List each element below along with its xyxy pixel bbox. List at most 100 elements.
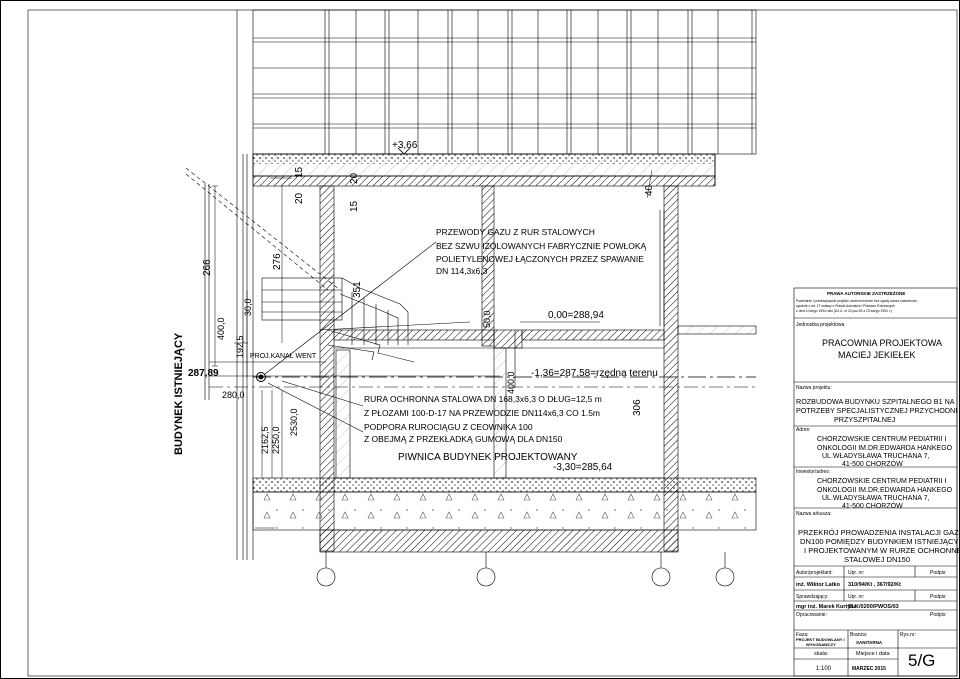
svg-text:UL.WŁADYSŁAWA TRUCHANA 7,: UL.WŁADYSŁAWA TRUCHANA 7, xyxy=(822,495,930,502)
svg-text:MACIEJ JEKIEŁEK: MACIEJ JEKIEŁEK xyxy=(838,350,916,360)
dim-266: 266 xyxy=(202,259,213,276)
svg-text:POLIETYLENOWEJ ŁĄCZONYCH PRZEZ: POLIETYLENOWEJ ŁĄCZONYCH PRZEZ SPAWANIE xyxy=(436,254,644,264)
svg-text:RURA OCHRONNA STALOWA DN 168,3: RURA OCHRONNA STALOWA DN 168,3x6,3 O DŁU… xyxy=(364,394,602,404)
svg-text:CHORZOWSKIE CENTRUM PEDIATRII: CHORZOWSKIE CENTRUM PEDIATRII I xyxy=(817,478,946,485)
svg-text:Podpis:: Podpis: xyxy=(930,594,947,600)
svg-text:5/G: 5/G xyxy=(908,651,935,670)
basement-floor xyxy=(252,477,757,553)
title-block-text: PRAWA AUTORSKIE ZASTRZEŻONE Powielanie i… xyxy=(796,290,960,672)
ground-lines xyxy=(209,330,756,388)
dim-2162: 2162,5 xyxy=(260,426,270,454)
dim-300: 30,0 xyxy=(243,298,253,316)
svg-text:Faza:: Faza: xyxy=(796,632,809,638)
svg-text:Z OBEJMĄ Z PRZEKŁADKĄ GUMOWĄ D: Z OBEJMĄ Z PRZEKŁADKĄ GUMOWĄ DLA DN150 xyxy=(364,434,563,444)
pipe-note: PRZEWODY GAZU Z RUR STALOWYCH BEZ SZWU I… xyxy=(436,227,646,276)
dim-1925: 192,5 xyxy=(235,335,245,358)
dim-306: 306 xyxy=(632,399,643,416)
svg-text:SLK/0200/PWOS/03: SLK/0200/PWOS/03 xyxy=(848,604,899,610)
vent-channel-label: PROJ.KANAŁ WENT xyxy=(250,353,317,360)
svg-text:PODPORA RUROCIĄGU Z CEOWNIKA 1: PODPORA RUROCIĄGU Z CEOWNIKA 100 xyxy=(364,422,533,432)
svg-text:ROZBUDOWA BUDYNKU SZPITALNEGO: ROZBUDOWA BUDYNKU SZPITALNEGO B1 NA xyxy=(796,397,955,406)
ground-slab xyxy=(333,325,757,341)
dim-15a: 15 xyxy=(294,166,305,178)
svg-text:Adres:: Adres: xyxy=(796,427,810,433)
svg-text:Podpis:: Podpis: xyxy=(930,570,947,576)
dim-20b: 20 xyxy=(349,172,360,184)
svg-text:PRAWA AUTORSKIE ZASTRZEŻONE: PRAWA AUTORSKIE ZASTRZEŻONE xyxy=(827,290,905,296)
svg-text:SANITARNA: SANITARNA xyxy=(856,640,883,645)
svg-text:WYKONAWCZY: WYKONAWCZY xyxy=(806,642,836,647)
stairs xyxy=(261,277,415,363)
dim-40: 40 xyxy=(644,184,655,196)
svg-text:1:100: 1:100 xyxy=(816,666,832,672)
svg-text:PRZEWODY GAZU Z RUR STALOWYCH: PRZEWODY GAZU Z RUR STALOWYCH xyxy=(436,227,595,237)
leaders xyxy=(264,241,600,433)
svg-text:Podpis:: Podpis: xyxy=(930,612,947,618)
svg-text:Nazwa arkusza:: Nazwa arkusza: xyxy=(796,511,832,517)
svg-text:STALOWEJ DN150: STALOWEJ DN150 xyxy=(844,555,910,564)
right-window xyxy=(659,210,665,326)
svg-text:DN 114,3x6,3: DN 114,3x6,3 xyxy=(436,266,488,276)
svg-text:ONKOLOGII IM.DR.EDWARDA HANKEG: ONKOLOGII IM.DR.EDWARDA HANKEGO xyxy=(817,487,953,494)
svg-text:zgodnie z art. 17 ustawy o Pra: zgodnie z art. 17 ustawy o Prawie Autors… xyxy=(796,304,895,308)
dim-15b: 15 xyxy=(349,200,360,212)
svg-text:Powielanie i przekazywanie pro: Powielanie i przekazywanie projektu osob… xyxy=(796,299,918,303)
elevation-left: 287,89 xyxy=(188,368,219,379)
svg-text:inż. Wiktor Latko: inż. Wiktor Latko xyxy=(796,582,841,588)
svg-text:Upr. nr:: Upr. nr: xyxy=(848,570,864,576)
dim-2800: 280,0 xyxy=(222,390,245,400)
dim-2250: 2250,0 xyxy=(271,426,281,454)
svg-text:BEZ SZWU IZOLOWANYCH FABRYCZNI: BEZ SZWU IZOLOWANYCH FABRYCZNIE POWŁOKĄ xyxy=(436,241,646,251)
dim-351: 351 xyxy=(352,281,363,298)
svg-text:PRZEKRÓJ PROWADZENIA INSTALACJ: PRZEKRÓJ PROWADZENIA INSTALACJI GAZU xyxy=(798,528,960,537)
svg-text:PRACOWNIA PROJEKTOWA: PRACOWNIA PROJEKTOWA xyxy=(822,338,942,348)
elevation-basement: -3,30=285,64 xyxy=(553,462,613,473)
dim-2530: 2530,0 xyxy=(289,408,299,436)
svg-text:PRZYSZPITALNEJ: PRZYSZPITALNEJ xyxy=(834,415,896,424)
basement-walls xyxy=(334,347,664,479)
svg-text:41-500 CHORZÓW: 41-500 CHORZÓW xyxy=(842,501,903,510)
facade-grid xyxy=(252,9,757,155)
elevation-terrain: -1,36=287,58=rzędna terenu xyxy=(531,368,658,379)
svg-text:mgr inż. Marek Kurtyka: mgr inż. Marek Kurtyka xyxy=(796,604,857,610)
svg-text:Miejsce i data: Miejsce i data xyxy=(856,651,891,657)
svg-text:POTRZEBY SPECJALISTYCZNEJ PRZY: POTRZEBY SPECJALISTYCZNEJ PRZYCHODNI xyxy=(796,406,957,415)
svg-text:Inwestor/adres:: Inwestor/adres: xyxy=(796,469,830,475)
elevation-ground: 0,00=288,94 xyxy=(548,310,604,321)
svg-text:DN100 POMIĘDZY BUDYNKIEM ISTNI: DN100 POMIĘDZY BUDYNKIEM ISTNIEJĄCYM xyxy=(800,537,960,546)
dimension-lines xyxy=(212,147,653,529)
dim-4000b: 400,0 xyxy=(506,371,516,394)
svg-text:Z PŁOZAMI 100-D-17 NA PRZEWODZ: Z PŁOZAMI 100-D-17 NA PRZEWODZIE DN114x6… xyxy=(364,408,600,418)
svg-text:CHORZOWSKIE CENTRUM PEDIATRII: CHORZOWSKIE CENTRUM PEDIATRII I xyxy=(817,436,946,443)
svg-text:PROJEKT BUDOWLANY I: PROJEKT BUDOWLANY I xyxy=(796,637,845,642)
svg-text:MARZEC 2015: MARZEC 2015 xyxy=(852,666,886,672)
svg-text:Autor/projektant:: Autor/projektant: xyxy=(796,570,833,576)
support-note: PODPORA RUROCIĄGU Z CEOWNIKA 100 Z OBEJM… xyxy=(364,422,563,444)
svg-text:41-500 CHORZÓW: 41-500 CHORZÓW xyxy=(842,459,903,468)
dim-20a: 20 xyxy=(294,192,305,204)
existing-wall xyxy=(185,10,341,560)
svg-text:Jednostka projektowa: Jednostka projektowa xyxy=(796,322,845,328)
svg-text:Nazwa projektu:: Nazwa projektu: xyxy=(796,385,832,391)
svg-text:Rys.nr:: Rys.nr: xyxy=(900,632,916,638)
dim-276: 276 xyxy=(272,253,283,270)
main-wall xyxy=(319,185,679,552)
dim-4000a: 400,0 xyxy=(216,317,226,340)
svg-text:z dnia 4 lutego 1994 roku (Dz.: z dnia 4 lutego 1994 roku (Dz.U. nr 24 p… xyxy=(796,309,892,313)
svg-text:Opracowanie:: Opracowanie: xyxy=(796,612,827,618)
svg-text:Upr. nr:: Upr. nr: xyxy=(848,594,864,600)
basement-label: PIWNICA BUDYNEK PROJEKTOWANY xyxy=(398,452,578,463)
dim-500: 50,0 xyxy=(482,310,492,328)
gas-pipe xyxy=(253,372,756,382)
elevation-top: +3,66 xyxy=(392,140,418,151)
svg-text:310/94/Kt , 367/92/Kt: 310/94/Kt , 367/92/Kt xyxy=(848,582,901,588)
title-block xyxy=(793,287,958,677)
svg-text:ONKOLOGII IM.DR.EDWARDA HANKEG: ONKOLOGII IM.DR.EDWARDA HANKEGO xyxy=(817,445,953,452)
svg-text:I PROJEKTOWANYM W RURZE OCHRON: I PROJEKTOWANYM W RURZE OCHRONNEJ xyxy=(804,546,960,555)
svg-text:Branża:: Branża: xyxy=(850,632,867,638)
svg-text:skala:: skala: xyxy=(814,651,829,657)
existing-building-label: BUDYNEK ISTNIEJĄCY xyxy=(173,332,185,455)
sleeve-note: RURA OCHRONNA STALOWA DN 168,3x6,3 O DŁU… xyxy=(364,394,602,418)
svg-text:Sprawdzający:: Sprawdzający: xyxy=(796,594,829,600)
